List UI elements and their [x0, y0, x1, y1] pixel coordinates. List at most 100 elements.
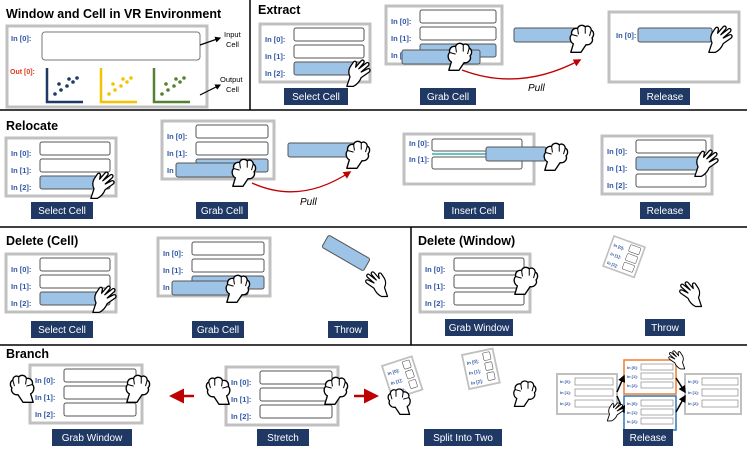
delete-cell-window-2-cell-1 [191, 258, 265, 273]
branch-split-window-1-cell-1 [405, 369, 415, 380]
relocate-step-release-bg [640, 202, 690, 219]
branch-split-window-2-label-1: In [1]: [468, 368, 482, 376]
branch-fist-right-2 [323, 376, 349, 405]
branch-fist-left-1 [9, 374, 35, 403]
delete-window-step-throw: Throw [651, 323, 680, 334]
mini-chart-dot-0-1 [59, 88, 63, 92]
branch-window-2-label-1: In [1]: [231, 395, 251, 404]
mini-chart-dot-0-2 [65, 84, 69, 88]
extract-pull-arrow [461, 59, 582, 80]
mini-chart-dot-0-4 [75, 76, 79, 80]
branch-fist-right-2-shape [323, 376, 349, 405]
branch-release-dst-label-2: In [2]: [688, 401, 699, 406]
extract-fist-1-shape [447, 42, 473, 71]
relocate-fist-2 [345, 140, 371, 169]
vr-in-label: In [0]: [11, 34, 31, 43]
delete-window-window-cell-2 [453, 291, 525, 306]
relocate-fist-3-shape [543, 142, 569, 171]
panel-title-relocate: Relocate [6, 119, 58, 133]
branch-window-1-label-0: In [0]: [35, 376, 55, 385]
delete-window-thrown-cell-0 [628, 244, 642, 255]
extract-window-1-label-2: In [2]: [265, 69, 285, 78]
branch-window-2-cell-2 [259, 404, 333, 419]
branch-split-window-1-cell-2 [408, 379, 418, 389]
relocate-pull-label: Pull [300, 197, 317, 208]
delete-cell-window-2-cell-0 [191, 241, 265, 256]
extract-window-2-label-2: In [2]: [391, 51, 411, 60]
output-cell-arrow [199, 84, 222, 96]
extract-window-2-cell-0 [419, 9, 497, 24]
branch-step-grab-bg [52, 429, 132, 446]
mini-chart-dot-1-6 [121, 77, 125, 81]
vr-input-cell [41, 31, 201, 61]
branch-step-split: Split Into Two [433, 433, 493, 444]
mini-chart-axes-2 [152, 68, 190, 104]
branch-release-src-label-0: In [0]: [560, 379, 571, 384]
branch-window-1-label-2: In [2]: [35, 410, 55, 419]
relocate-window-1-cell-0 [39, 141, 111, 156]
input-cell-arrow [199, 36, 222, 46]
branch-split-window-2-cell-0 [482, 351, 492, 361]
branch-fist-left-2-shape [205, 376, 231, 405]
branch-release-dst-cell-1 [701, 388, 739, 397]
delete-cell-fist-shape [225, 274, 251, 303]
relocate-window-1-label-0: In [0]: [11, 149, 31, 158]
branch-window-1-cell-0 [63, 368, 137, 383]
delete-window-window-label-0: In [0]: [425, 265, 445, 274]
mini-chart-axes-1 [99, 68, 137, 104]
branch-release-src-cell-2 [574, 399, 614, 408]
extract-release-label: In [0]: [616, 31, 636, 40]
relocate-window-4: In [0]:In [1]:In [2]: [600, 134, 714, 196]
delete-window-thrown-label-0: In [0]: [613, 242, 625, 251]
delete-window-thrown-cell-2 [622, 262, 635, 273]
relocate-fist-3 [543, 142, 569, 171]
delete-window-fist-shape [513, 266, 539, 295]
extract-step-release: Release [647, 92, 684, 103]
branch-fist-left-3 [387, 388, 411, 416]
branch-fist-right-3 [513, 380, 537, 408]
branch-window-1: In [0]: In [1]: In [2]: [28, 363, 144, 425]
delete-window-step-throw-bg [645, 319, 685, 336]
branch-step-release: Release [630, 433, 667, 444]
output-cell-label-2: Cell [226, 85, 239, 94]
extract-window-2-label-1: In [1]: [391, 34, 411, 43]
mini-chart-dot-1-0 [107, 92, 111, 96]
relocate-insert-label-1: In [1]: [409, 155, 429, 164]
relocate-window-4-label-0: In [0]: [607, 147, 627, 156]
branch-split-window-2: In [0]:In [1]:In [2]: [460, 347, 501, 391]
branch-step-grab: Grab Window [62, 433, 123, 444]
mini-chart-dot-2-3 [178, 80, 182, 84]
branch-fist-right-1 [125, 374, 151, 403]
branch-window-1-label-1: In [1]: [35, 393, 55, 402]
delete-window-window-cell-1 [453, 274, 525, 289]
branch-window-1-cell-2 [63, 402, 137, 417]
relocate-insert-label-0: In [0]: [409, 139, 429, 148]
branch-split-window-2-cell-1 [484, 361, 494, 371]
branch-release-src-label-1: In [1]: [560, 390, 571, 395]
relocate-window-4-cell-2 [635, 173, 707, 188]
relocate-inserting-cell [485, 146, 547, 162]
extract-fist-2-shape [569, 24, 595, 53]
relocate-window-1-label-2: In [2]: [11, 183, 31, 192]
extract-window-2-label-0: In [0]: [391, 17, 411, 26]
extract-step-grab: Grab Cell [427, 92, 469, 103]
mini-chart-dot-1-1 [113, 88, 117, 92]
extract-release-cell [637, 27, 713, 43]
delete-cell-step-grab: Grab Cell [197, 325, 239, 336]
mini-chart-dot-0-0 [53, 92, 57, 96]
delete-window-window: In [0]:In [1]:In [2]: [418, 252, 532, 314]
relocate-window-1-label-1: In [1]: [11, 166, 31, 175]
branch-release-blue-cell-2 [640, 417, 674, 425]
branch-release-dst-label-0: In [0]: [688, 379, 699, 384]
extract-window-1-label-1: In [1]: [265, 52, 285, 61]
delete-window-step-grab: Grab Window [449, 323, 510, 334]
relocate-fist-1 [231, 158, 257, 187]
branch-window-1-cell-1 [63, 385, 137, 400]
branch-fist-right-1-shape [125, 374, 151, 403]
branch-window-2: In [0]:In [1]:In [2]: [224, 365, 340, 427]
branch-release-orange-cell-2 [640, 381, 674, 389]
panel-title-window-cell: Window and Cell in VR Environment [6, 7, 222, 21]
relocate-step-release: Release [647, 206, 684, 217]
